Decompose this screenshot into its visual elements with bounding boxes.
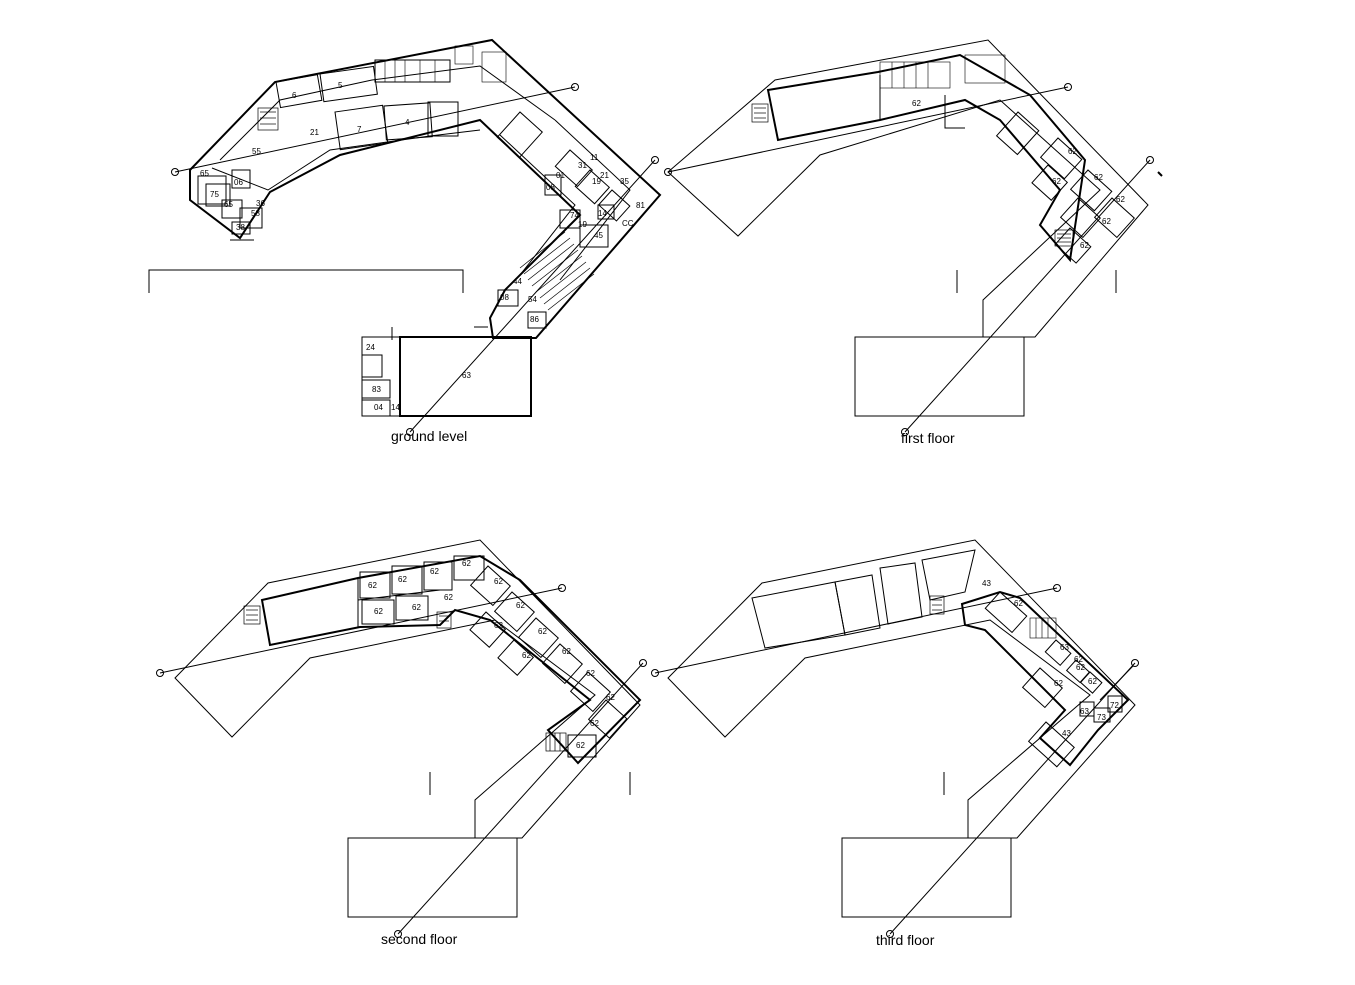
room-number: 62 [368,581,377,590]
room-number: 62 [1080,241,1089,250]
room-number: 24 [366,343,375,352]
room-number: 86 [530,315,539,324]
second-floor-caption: second floor [381,931,458,947]
room-number: 43 [1062,729,1071,738]
room-number: 19 [592,177,601,186]
room-number: 31 [578,161,587,170]
room-number: CC [622,219,634,228]
room-number: 62 [562,647,571,656]
room-number: 6 [292,91,297,100]
room-number: 4 [405,118,410,127]
room-number: 73 [1097,713,1106,722]
room-number: 58 [251,209,260,218]
third-floor-plan: 43 62 63 62 62 62 62 63 73 72 43 [651,539,1139,938]
room-number: 62 [606,693,615,702]
room-number: 62 [1102,217,1111,226]
room-number: 21 [600,171,609,180]
room-number: 62 [430,567,439,576]
room-number: 36 [256,199,265,208]
first-floor-plan: 62 62 62 62 62 62 62 [664,39,1163,436]
room-number: 62 [516,601,525,610]
room-number: 14 [391,403,400,412]
room-number: 63 [1080,707,1089,716]
room-number: 14 [598,209,607,218]
room-number: 62 [586,669,595,678]
room-number: 62 [590,719,599,728]
room-number: 62 [1088,677,1097,686]
room-number: 62 [912,99,921,108]
ground-level-plan: 6 5 21 7 4 55 65 06 75 65 38 58 36 11 31… [148,38,662,436]
room-number: 72 [1110,701,1119,710]
room-number: 62 [494,621,503,630]
room-number: 62 [1014,599,1023,608]
room-number: 83 [372,385,381,394]
room-number: 75 [210,190,219,199]
room-number: 62 [1076,663,1085,672]
room-number: 62 [462,559,471,568]
room-number: 62 [412,603,421,612]
room-number: 44 [513,277,522,286]
room-number: 06 [234,178,243,187]
room-number: 35 [620,177,629,186]
room-number: 74 [570,211,579,220]
third-floor-caption: third floor [876,932,935,948]
room-number: 04 [374,403,383,412]
room-number: 62 [522,651,531,660]
room-number: 62 [444,593,453,602]
room-number: 62 [1054,679,1063,688]
room-number: 38 [236,223,245,232]
room-number: 62 [1068,147,1077,156]
room-number: 21 [310,128,319,137]
room-number: 62 [1074,655,1083,664]
room-number: 62 [398,575,407,584]
room-number: 62 [1116,195,1125,204]
room-number: 81 [636,201,645,210]
room-number: 5 [338,81,343,90]
first-floor-caption: first floor [901,430,955,446]
room-number: 62 [1094,173,1103,182]
room-number: 43 [982,579,991,588]
room-number: 65 [224,200,233,209]
room-number: 08 [500,293,509,302]
room-number: 01 [556,171,565,180]
room-number: 62 [538,627,547,636]
room-number: 54 [528,295,537,304]
room-number: 63 [462,371,471,380]
room-number: 11 [590,153,599,162]
room-number: 08 [546,183,555,192]
room-number: 7 [357,125,362,134]
room-number: 65 [200,169,209,178]
room-number: 62 [1052,177,1061,186]
room-number: 19 [578,220,587,229]
room-number: 62 [494,577,503,586]
room-number: 63 [1060,643,1069,652]
room-number: 62 [576,741,585,750]
room-number: 45 [594,231,603,240]
second-floor-plan: 62 62 62 62 62 62 62 62 62 62 62 62 62 6… [156,539,647,938]
ground-level-caption: ground level [391,428,468,444]
room-number: 62 [374,607,383,616]
room-number: 55 [252,147,261,156]
